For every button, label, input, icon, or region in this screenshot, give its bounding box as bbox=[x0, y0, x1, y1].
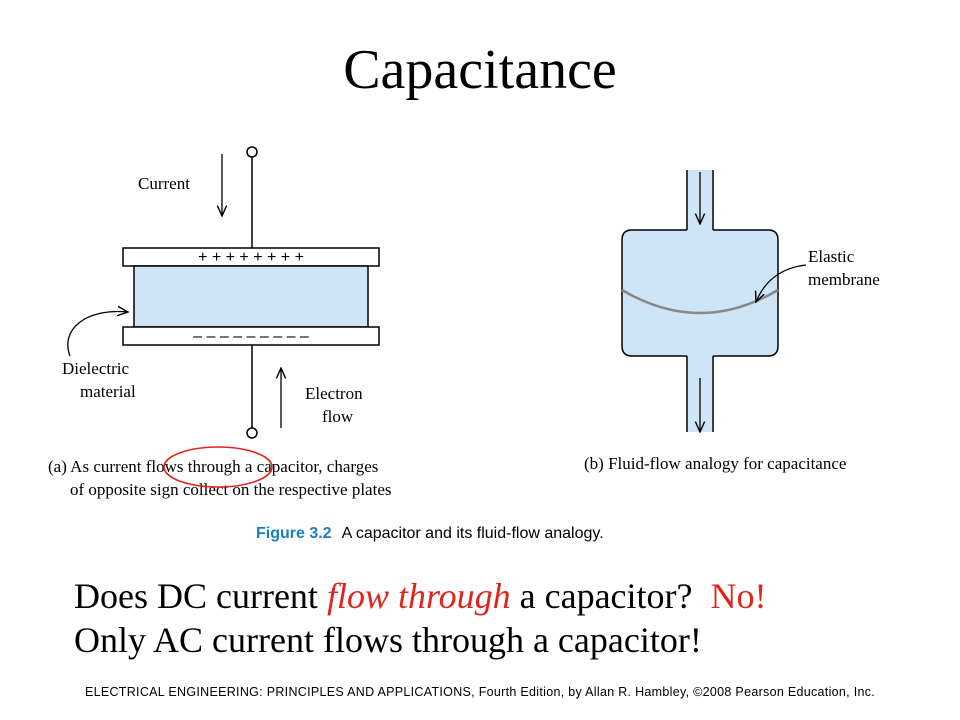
flow-through-emphasis: flow through bbox=[326, 576, 511, 616]
vessel-outline bbox=[621, 229, 687, 357]
dielectric-pointer-arrow bbox=[67, 312, 128, 357]
bottom-terminal bbox=[246, 427, 258, 439]
question-line: Does DC current flow through a capacitor… bbox=[74, 576, 767, 616]
minus-signs: – – – – – – – – – bbox=[193, 328, 309, 345]
membrane-label-1: Elastic bbox=[808, 247, 855, 266]
caption-a-line2: of opposite sign collect on the respecti… bbox=[70, 480, 392, 499]
plus-signs: + + + + + + + + bbox=[198, 249, 304, 266]
membrane-pointer-arrow bbox=[756, 264, 807, 302]
membrane-label-2: membrane bbox=[808, 270, 880, 289]
caption-b: (b) Fluid-flow analogy for capacitance bbox=[584, 454, 846, 473]
footer-credit: ELECTRICAL ENGINEERING: PRINCIPLES AND A… bbox=[84, 685, 876, 699]
electron-flow-label-2: flow bbox=[322, 407, 354, 426]
capacitor-diagram: + + + + + + + + – – – – – – – – – Curren… bbox=[48, 146, 392, 499]
vessel-outline bbox=[713, 229, 779, 357]
page-title: Capacitance bbox=[343, 39, 617, 101]
bottom-plate bbox=[122, 326, 380, 346]
answer-no: No! bbox=[710, 576, 767, 616]
highlight-circle bbox=[163, 446, 273, 488]
statement-line: Only AC current flows through a capacito… bbox=[74, 620, 702, 660]
top-terminal bbox=[246, 146, 258, 158]
fluid-flow-diagram: Elastic membrane (b) Fluid-flow analogy … bbox=[584, 170, 880, 473]
fluid-vessel bbox=[622, 170, 778, 432]
dielectric-label-2: material bbox=[80, 382, 136, 401]
caption-a-line1: (a) As current flows through a capacitor… bbox=[48, 457, 378, 476]
current-label: Current bbox=[138, 174, 190, 193]
dielectric-material bbox=[133, 265, 369, 328]
electron-flow-label-1: Electron bbox=[305, 384, 363, 403]
dielectric-label-1: Dielectric bbox=[62, 359, 129, 378]
